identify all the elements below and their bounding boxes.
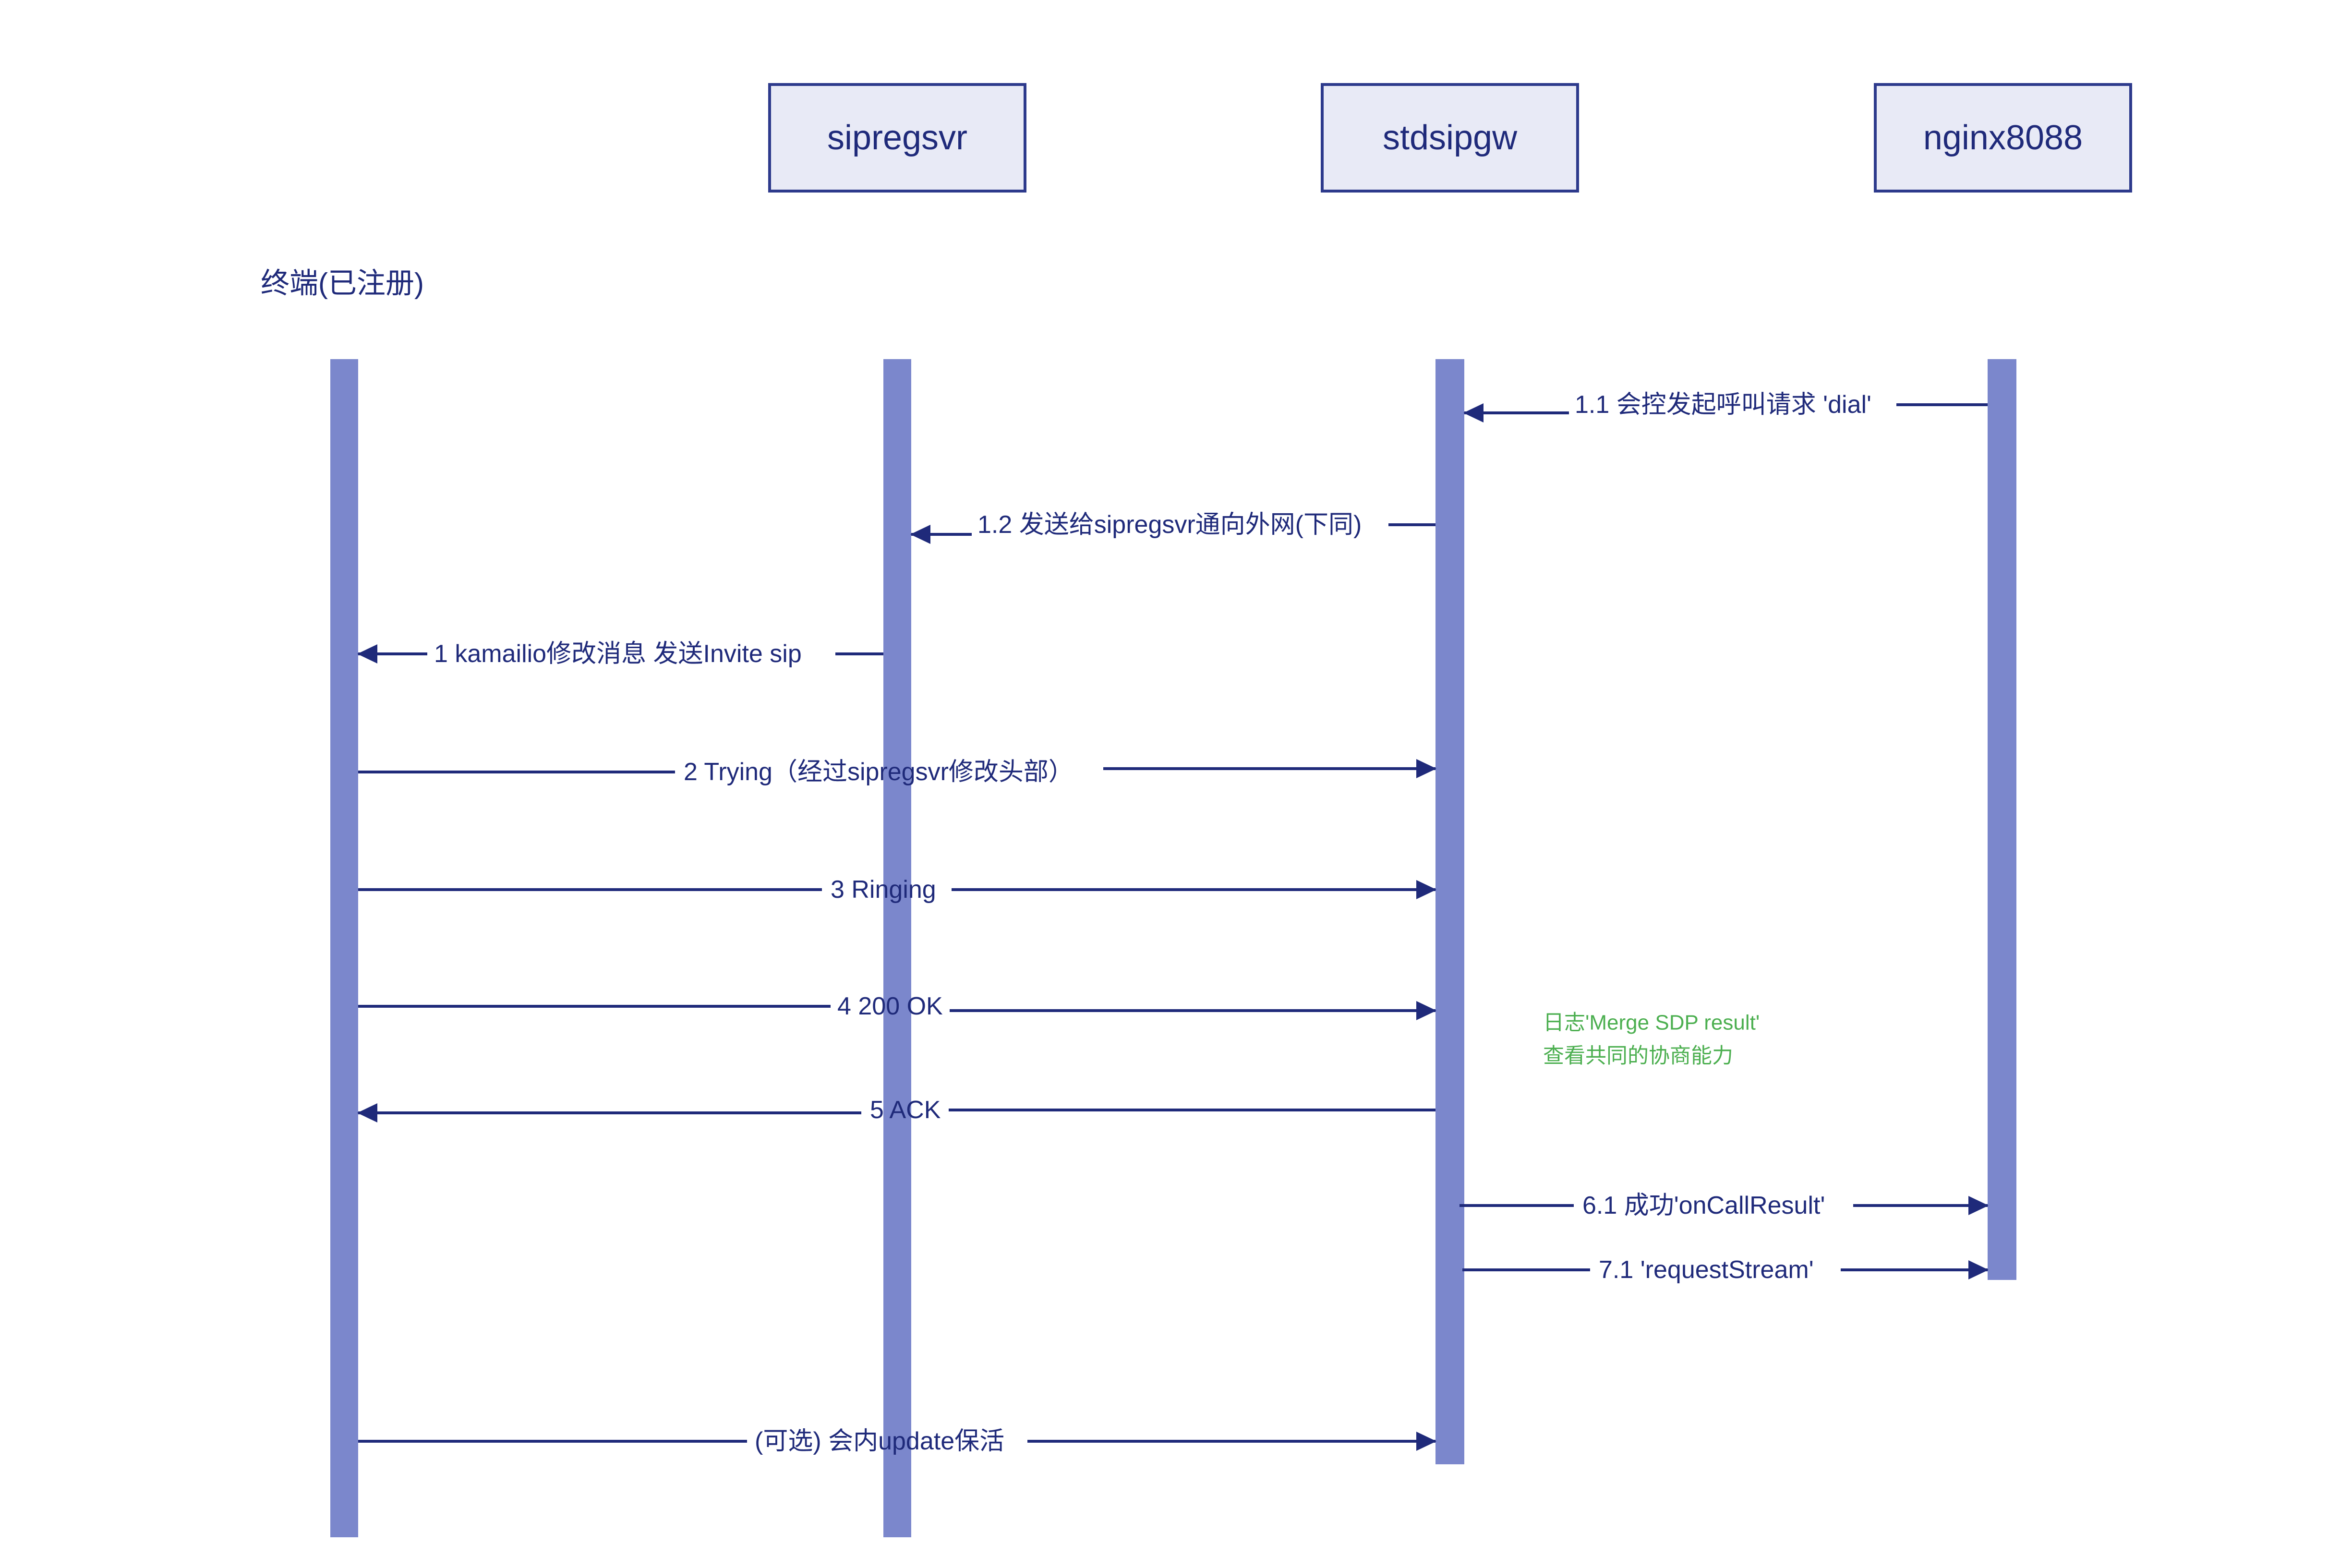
message-label: 3 Ringing	[831, 876, 936, 904]
note-line: 日志'Merge SDP result'	[1543, 1011, 1760, 1035]
message-label: 1.2 发送给sipregsvr通向外网(下同)	[977, 511, 1362, 539]
message-7-1: 7.1 'requestStream'	[1462, 1256, 1989, 1284]
message-label: 7.1 'requestStream'	[1599, 1256, 1814, 1284]
message-6-1: 6.1 成功'onCallResult'	[1459, 1192, 1989, 1219]
message-label: 1 kamailio修改消息 发送Invite sip	[434, 640, 802, 668]
note-line: 查看共同的协商能力	[1543, 1044, 1733, 1068]
message-1: 1 kamailio修改消息 发送Invite sip	[357, 640, 883, 668]
message-label: (可选) 会内update保活	[755, 1427, 1004, 1455]
message-5: 5 ACK	[357, 1096, 1435, 1124]
note-merge-sdp: 日志'Merge SDP result' 查看共同的协商能力	[1543, 1011, 1760, 1068]
lifeline-stdsipgw	[1435, 359, 1464, 1464]
message-3: 3 Ringing	[358, 876, 1436, 904]
message-label: 5 ACK	[870, 1096, 941, 1124]
participant-label-terminal: 终端(已注册)	[261, 267, 424, 300]
participant-box-nginx8088[interactable]: nginx8088	[1874, 83, 2132, 193]
lifeline-nginx8088	[1988, 359, 2016, 1280]
lifeline-terminal	[330, 359, 358, 1537]
message-keepalive: (可选) 会内update保活	[358, 1427, 1436, 1455]
message-4: 4 200 OK	[358, 992, 1436, 1020]
participant-label-nginx8088: nginx8088	[1923, 119, 2083, 157]
message-1-1: 1.1 会控发起呼叫请求 'dial'	[1463, 391, 1988, 422]
participant-box-stdsipgw[interactable]: stdsipgw	[1321, 83, 1579, 193]
message-label: 2 Trying（经过sipregsvr修改头部）	[684, 758, 1073, 786]
message-2: 2 Trying（经过sipregsvr修改头部）	[358, 758, 1436, 786]
participant-label-sipregsvr: sipregsvr	[827, 119, 967, 157]
lifeline-sipregsvr	[883, 359, 911, 1537]
message-label: 6.1 成功'onCallResult'	[1582, 1192, 1825, 1219]
message-label: 1.1 会控发起呼叫请求 'dial'	[1575, 391, 1871, 419]
message-label: 4 200 OK	[837, 992, 943, 1020]
participant-label-stdsipgw: stdsipgw	[1383, 119, 1518, 157]
participant-box-sipregsvr[interactable]: sipregsvr	[768, 83, 1026, 193]
message-1-2: 1.2 发送给sipregsvr通向外网(下同)	[910, 511, 1435, 544]
